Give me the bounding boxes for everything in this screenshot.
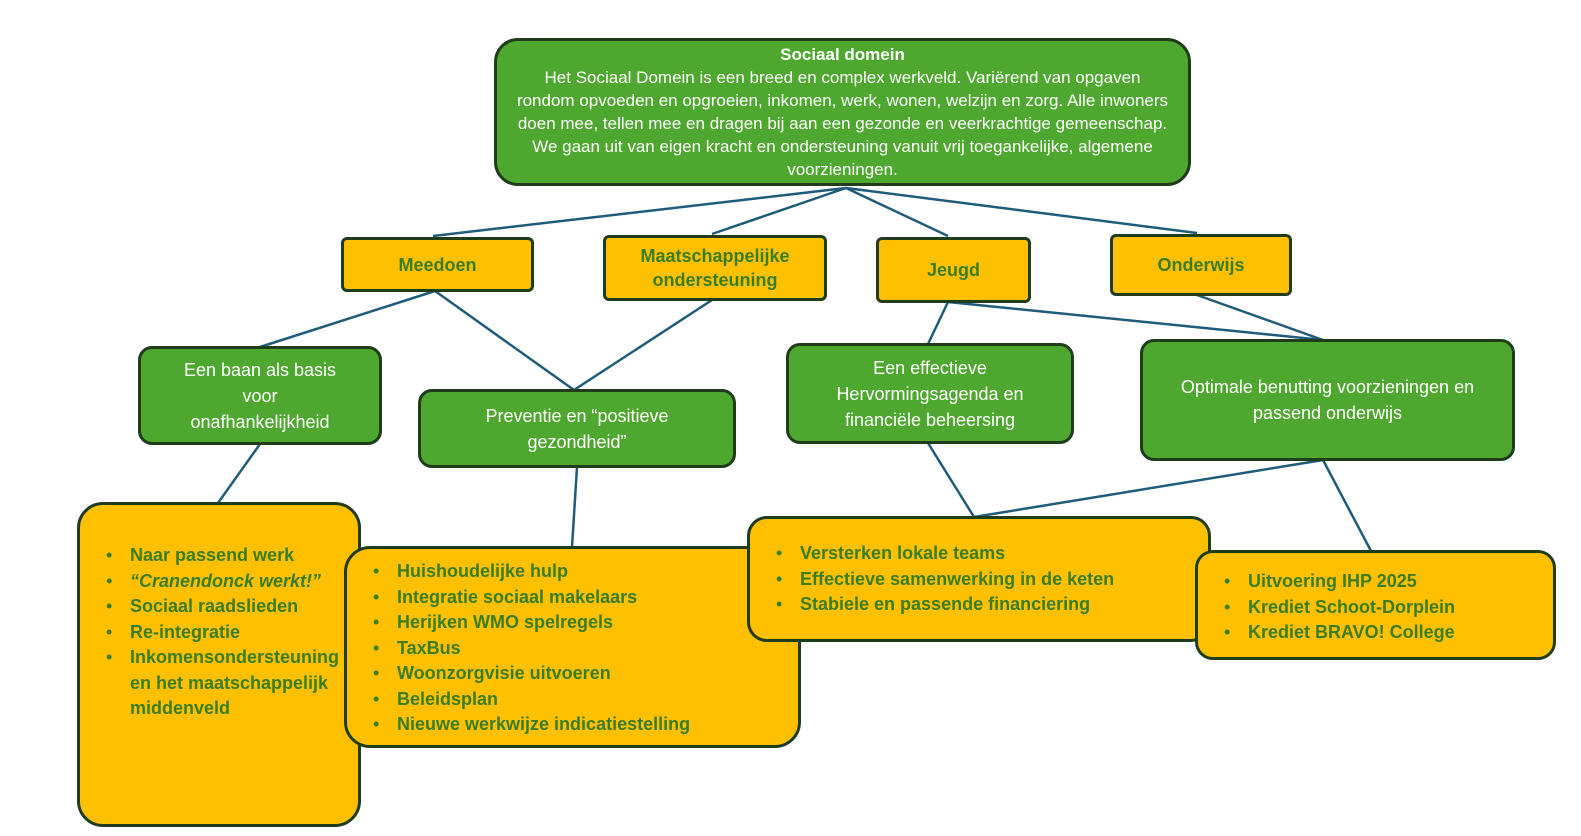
root-description: Het Sociaal Domein is een breed en compl… xyxy=(516,68,1169,179)
theme-meedoen: Meedoen xyxy=(341,237,534,292)
action-item: Uitvoering IHP 2025 xyxy=(1220,569,1543,595)
actions-maatschappelijke-ondersteuning: Huishoudelijke hulp Integratie sociaal m… xyxy=(344,546,801,748)
goal-label: Preventie en “positieve gezondheid” xyxy=(485,405,669,452)
theme-label: Onderwijs xyxy=(1157,255,1245,275)
action-item: TaxBus xyxy=(369,636,788,662)
goal-label: Een baan als basis voor onafhankelijkhei… xyxy=(183,359,337,432)
action-item: Versterken lokale teams xyxy=(772,541,1198,567)
actions-onderwijs: Uitvoering IHP 2025 Krediet Schoot-Dorpl… xyxy=(1195,550,1556,660)
connector-meedoen-baan xyxy=(259,289,436,349)
theme-label: Maatschappelijke ondersteuning xyxy=(640,246,790,290)
theme-onderwijs: Onderwijs xyxy=(1110,234,1292,296)
connector-meedoen-preventie xyxy=(434,289,575,392)
action-item: Sociaal raadslieden xyxy=(102,594,348,620)
theme-label: Meedoen xyxy=(398,254,477,275)
actions-meedoen: Naar passend werk “Cranendonck werkt!” S… xyxy=(77,502,361,827)
action-item: Integratie sociaal makelaars xyxy=(369,585,788,611)
connector-preventie-actions xyxy=(570,466,579,548)
action-item: Woonzorgvisie uitvoeren xyxy=(369,661,788,687)
action-item: Stabiele en passende financiering xyxy=(772,592,1198,618)
action-item: Inkomensondersteuning en het maatschappe… xyxy=(102,645,348,722)
connector-root-meedoen xyxy=(432,186,847,238)
root-title: Sociaal domein xyxy=(780,45,905,64)
connector-hervorming-actions xyxy=(926,442,976,518)
connector-root-jeugd xyxy=(845,186,949,238)
theme-label: Jeugd xyxy=(926,260,980,280)
action-item: Krediet BRAVO! College xyxy=(1220,620,1543,646)
goal-label: Een effectieve Hervormingsagenda en fina… xyxy=(836,357,1024,430)
goal-preventie: Preventie en “positieve gezondheid” xyxy=(418,389,736,468)
action-item: Naar passend werk xyxy=(102,543,348,569)
connector-maatschappelijke-preventie xyxy=(573,298,713,392)
action-list: Naar passend werk “Cranendonck werkt!” S… xyxy=(102,543,348,722)
root-box-sociaal-domein: Sociaal domein Het Sociaal Domein is een… xyxy=(494,38,1191,186)
theme-maatschappelijke-ondersteuning: Maatschappelijke ondersteuning xyxy=(603,235,827,301)
action-item: Re-integratie xyxy=(102,620,348,646)
connector-jeugd-optimale xyxy=(947,300,1324,342)
connector-jeugd-hervorming xyxy=(926,301,950,345)
connector-onderwijs-optimale xyxy=(1196,293,1324,342)
connector-baan-actions xyxy=(216,443,262,504)
action-item: “Cranendonck werkt!” xyxy=(102,569,348,595)
action-item: Huishoudelijke hulp xyxy=(369,559,788,585)
connector-optimale-actions-right xyxy=(1321,459,1373,552)
action-list: Uitvoering IHP 2025 Krediet Schoot-Dorpl… xyxy=(1220,569,1543,646)
connector-root-onderwijs xyxy=(845,186,1198,235)
goal-label: Optimale benutting voorzieningen en pass… xyxy=(1180,377,1475,423)
action-list: Huishoudelijke hulp Integratie sociaal m… xyxy=(369,559,788,738)
action-item: Effectieve samenwerking in de keten xyxy=(772,567,1198,593)
connector-root-maatschappelijke xyxy=(711,186,847,236)
action-item: Herijken WMO spelregels xyxy=(369,610,788,636)
action-item: Nieuwe werkwijze indicatiestelling xyxy=(369,712,788,738)
action-list: Versterken lokale teams Effectieve samen… xyxy=(772,541,1198,618)
connector-optimale-actions-left xyxy=(973,458,1324,519)
goal-baan: Een baan als basis voor onafhankelijkhei… xyxy=(138,346,382,445)
theme-jeugd: Jeugd xyxy=(876,237,1031,303)
goal-optimale-benutting: Optimale benutting voorzieningen en pass… xyxy=(1140,339,1515,461)
actions-jeugd: Versterken lokale teams Effectieve samen… xyxy=(747,516,1211,642)
action-item: Krediet Schoot-Dorplein xyxy=(1220,595,1543,621)
action-item: Beleidsplan xyxy=(369,687,788,713)
goal-hervormingsagenda: Een effectieve Hervormingsagenda en fina… xyxy=(786,343,1074,444)
